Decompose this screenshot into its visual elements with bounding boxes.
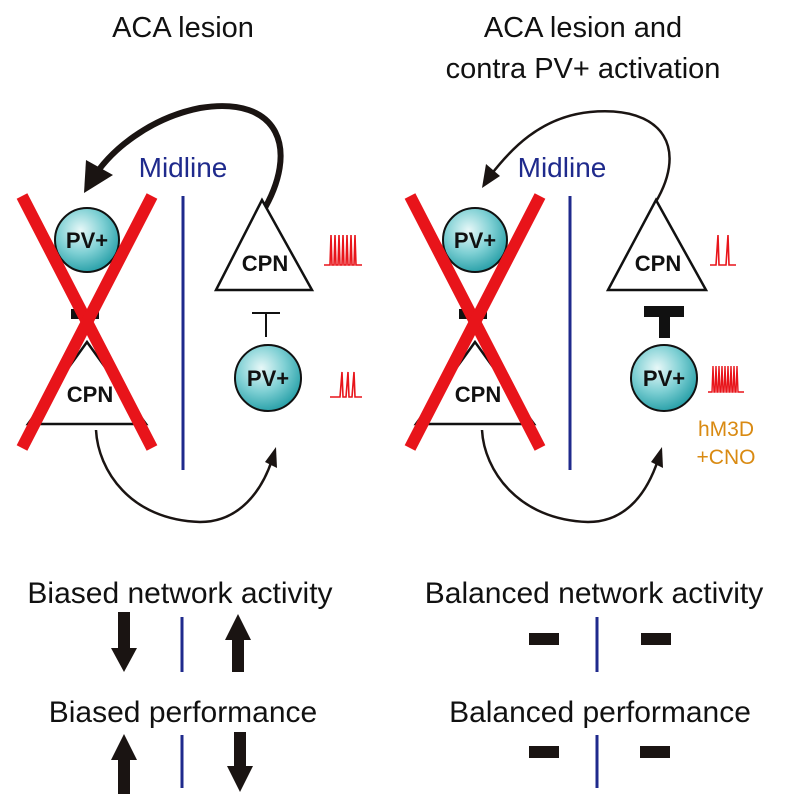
right-contra-synapse-stem xyxy=(659,312,670,338)
right-panel: ACA lesion and contra PV+ activation Mid… xyxy=(404,12,764,788)
right-contra-cpn-label: CPN xyxy=(635,251,681,276)
right-callosal-arrowhead-top xyxy=(482,164,500,188)
left-cpn-spikes xyxy=(324,234,362,266)
left-callosal-arrow-bottom xyxy=(94,429,274,524)
right-panel-title-line2: contra PV+ activation xyxy=(446,53,721,85)
left-callosal-arrowhead-top xyxy=(84,160,113,193)
left-contra-cpn-label: CPN xyxy=(242,251,288,276)
right-panel-title-line1: ACA lesion and xyxy=(484,12,682,44)
left-lesioned-pv-cell xyxy=(54,207,120,273)
right-lesioned-cpn-label: CPN xyxy=(455,382,501,407)
left-lesioned-cpn-label: CPN xyxy=(67,382,113,407)
right-performance-caption: Balanced performance xyxy=(449,696,751,729)
right-dreadd-label-line1: hM3D xyxy=(698,418,754,441)
right-network-caption: Balanced network activity xyxy=(425,577,764,610)
left-panel: ACA lesion Midline PV+ CPN CPN PV+ xyxy=(16,12,362,794)
left-panel-title: ACA lesion xyxy=(112,12,254,44)
left-performance-up-arrow xyxy=(111,734,137,794)
right-lesion-cross-stroke-2 xyxy=(404,193,546,451)
right-contra-cpn-cell xyxy=(605,197,709,292)
left-contra-pv-label: PV+ xyxy=(247,366,289,391)
left-contra-cpn-cell xyxy=(213,197,315,292)
right-pv-spikes xyxy=(708,365,744,393)
right-dreadd-label-line2: +CNO xyxy=(697,446,756,469)
left-network-caption: Biased network activity xyxy=(27,577,332,610)
right-contra-pv-cell xyxy=(630,344,698,412)
right-contra-synapse-bar xyxy=(644,306,684,317)
left-callosal-arrowhead-bottom xyxy=(265,447,277,468)
left-pv-spikes xyxy=(330,371,362,398)
right-network-dash-left xyxy=(529,633,559,645)
right-cpn-spikes xyxy=(710,234,736,266)
left-lesioned-pv-label: PV+ xyxy=(66,228,108,253)
right-callosal-arrow-bottom xyxy=(480,429,660,524)
left-callosal-arrow-top xyxy=(89,103,284,215)
left-lesion-cross-stroke-2 xyxy=(16,193,158,451)
left-performance-down-arrow xyxy=(227,732,253,792)
left-performance-caption: Biased performance xyxy=(49,696,317,729)
right-network-dash-right xyxy=(641,633,671,645)
right-callosal-arrow-top xyxy=(489,110,671,209)
right-performance-dash-left xyxy=(529,746,559,758)
right-contra-pv-label: PV+ xyxy=(643,366,685,391)
left-network-up-arrow xyxy=(225,614,251,672)
left-network-down-arrow xyxy=(111,612,137,672)
right-callosal-arrowhead-bottom xyxy=(651,447,663,468)
right-midline-label: Midline xyxy=(518,152,607,183)
right-performance-dash-right xyxy=(640,746,670,758)
left-contra-pv-cell xyxy=(234,344,302,412)
right-lesioned-pv-cell xyxy=(442,207,508,273)
right-lesioned-pv-label: PV+ xyxy=(454,228,496,253)
left-midline-label: Midline xyxy=(139,152,228,183)
